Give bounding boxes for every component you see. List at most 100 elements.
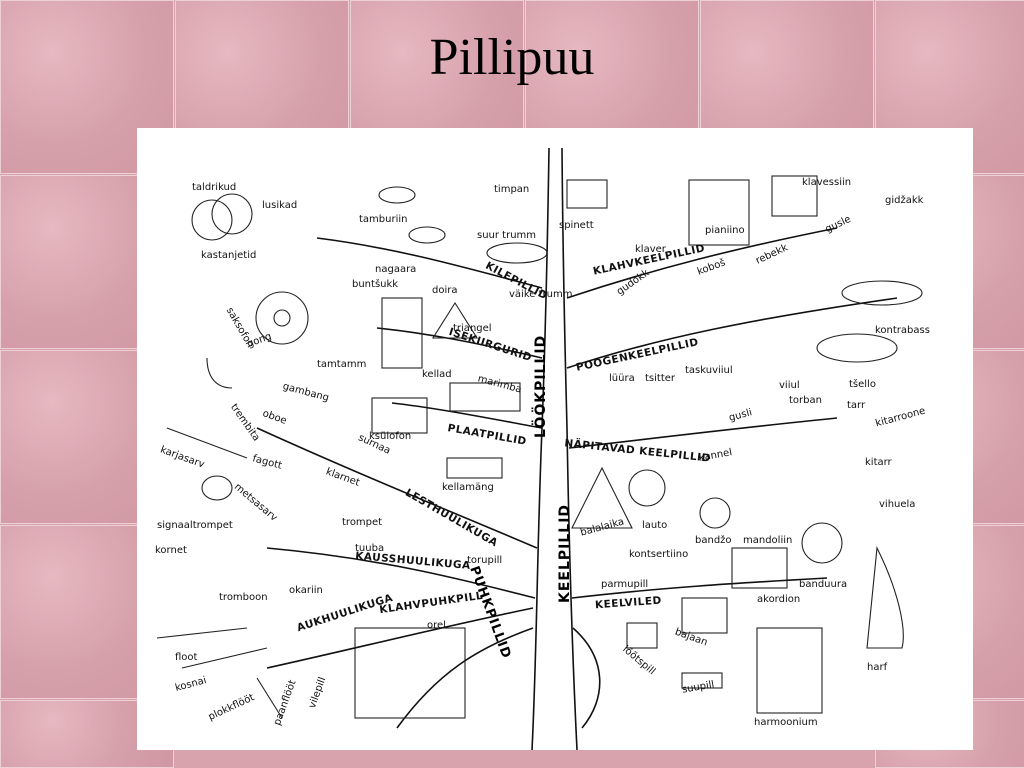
label-trompet: trompet: [342, 517, 383, 528]
label-vaike-trumm: väike trumm: [509, 289, 573, 300]
label-parmupill: parmupill: [601, 579, 649, 590]
label-tuuba: tuuba: [355, 543, 385, 554]
lute-sketch: [628, 469, 666, 507]
label-triangel: triangel: [453, 323, 492, 334]
upright-piano-sketch: [688, 179, 750, 246]
recorder-sketch: [181, 647, 268, 669]
label-nagaara: nagaara: [375, 264, 417, 275]
organ-sketch: [354, 627, 466, 719]
label-kitarr: kitarr: [865, 457, 892, 468]
label-kellad: kellad: [422, 369, 452, 380]
harmonica-sketch: [681, 672, 723, 689]
label-doira: doira: [432, 285, 458, 296]
label-ksulofon: ksülofon: [369, 431, 412, 442]
label-harf: harf: [867, 662, 888, 673]
glockenspiel-sketch: [446, 457, 503, 479]
bajan-sketch: [681, 597, 728, 634]
label-taldrikud: taldrikud: [192, 182, 237, 193]
label-klaver: klaver: [635, 244, 666, 255]
label-torban: torban: [789, 395, 822, 406]
branch-klahvpuhkpill: [396, 627, 534, 729]
label-tarr: tarr: [847, 400, 866, 411]
label-viiul: viiul: [779, 380, 800, 391]
label-tamtamm: tamtamm: [317, 359, 367, 370]
tree-trunk: [531, 147, 550, 750]
timpani-sketch: [486, 242, 548, 264]
tree-trunk-right: [561, 147, 578, 750]
branch-isekiirgurid: [376, 327, 543, 359]
label-okariin: okariin: [289, 585, 323, 596]
cymbal-sketch: [211, 193, 253, 235]
alphorn-sketch: [166, 427, 248, 459]
label-lauto: lauto: [642, 520, 668, 531]
branch-kausshuulikuga: [266, 547, 536, 599]
gong-center: [273, 309, 291, 327]
label-lusikad: lusikad: [262, 200, 298, 211]
label-kastanjetid: kastanjetid: [201, 250, 257, 261]
horn-sketch: [201, 475, 233, 501]
label-spinett: spinett: [559, 220, 594, 231]
panflute-sketch: [256, 677, 283, 719]
label-timpan: timpan: [494, 184, 530, 195]
drum-sketch: [378, 186, 416, 204]
label-akordion: akordion: [757, 594, 801, 605]
slide-title: Pillipuu: [429, 29, 595, 86]
harpsichord-sketch: [771, 175, 818, 217]
tree-branches: LÖÖKPILLID KEELPILLID PUHKPILLID: [156, 147, 923, 750]
branch-kilepillid: [316, 237, 543, 289]
bandura-sketch: [801, 522, 843, 564]
branch-keelviled: [571, 577, 828, 599]
saxophone-sketch: [206, 357, 233, 389]
label-pianiino: pianiino: [705, 225, 745, 236]
group-label-lookpillid: LÖÖKPILLID: [531, 335, 549, 438]
doublebass-sketch: [841, 280, 923, 306]
label-tsello: tšello: [849, 379, 876, 390]
label-gidzakk: gidžakk: [885, 195, 924, 206]
label-kontsertiino: kontsertiino: [629, 549, 689, 560]
label-vihuela: vihuela: [879, 499, 916, 510]
label-suur-trumm: suur trumm: [477, 230, 537, 241]
label-tamburiin: tamburiin: [359, 214, 408, 225]
label-kellamang: kellamäng: [442, 482, 494, 493]
branch-root: [572, 627, 601, 729]
marimba-sketch: [449, 382, 521, 412]
spinet-sketch: [566, 179, 608, 209]
flute-sketch: [156, 627, 248, 639]
label-tromboon: tromboon: [219, 592, 268, 603]
label-lyyra: lüüra: [609, 373, 635, 384]
label-banduura: banduura: [799, 579, 848, 590]
drum-sketch: [408, 226, 446, 244]
label-floot: floot: [175, 652, 198, 663]
banjo-sketch: [699, 497, 731, 529]
branch-lesthuulikuga: [256, 427, 538, 549]
label-bandzo: bandžo: [695, 535, 732, 546]
label-harmoonium: harmoonium: [754, 717, 818, 728]
branch-plaatpillid: [391, 402, 543, 429]
chimes-sketch: [381, 297, 423, 369]
label-tsitter: tsitter: [645, 373, 676, 384]
label-taskuviiul: taskuviiul: [685, 365, 733, 376]
instrument-tree-illustration: LÖÖKPILLID KEELPILLID PUHKPILLID KILEPIL…: [137, 128, 973, 750]
branch-napitavad: [568, 417, 838, 449]
harp-sketch: [866, 546, 904, 649]
label-mandoliin: mandoliin: [743, 535, 793, 546]
xylophone-sketch: [371, 397, 428, 434]
label-buntsukk: buntšukk: [352, 279, 399, 290]
harmonium-sketch: [756, 627, 823, 714]
branch-klahvkeelpillid: [566, 227, 838, 299]
label-kontrabass: kontrabass: [875, 325, 930, 336]
label-orel: orel: [427, 620, 446, 631]
melodeon-sketch: [626, 622, 658, 649]
cymbal-sketch: [191, 199, 233, 241]
group-label-keelpillid: KEELPILLID: [557, 504, 573, 603]
branch-aukhuulikuga: [266, 607, 534, 669]
branch-poogenkeelpillid: [566, 297, 898, 369]
accordion-sketch: [731, 547, 788, 589]
label-signaaltrompet: signaaltrompet: [157, 520, 233, 531]
balalaika-sketch: [571, 466, 633, 529]
label-torupill: torupill: [467, 555, 503, 566]
label-klavessiin: klavessiin: [802, 177, 852, 188]
cello-sketch: [816, 333, 898, 363]
gong-sketch: [255, 291, 309, 345]
triangle-sketch: [432, 301, 478, 339]
